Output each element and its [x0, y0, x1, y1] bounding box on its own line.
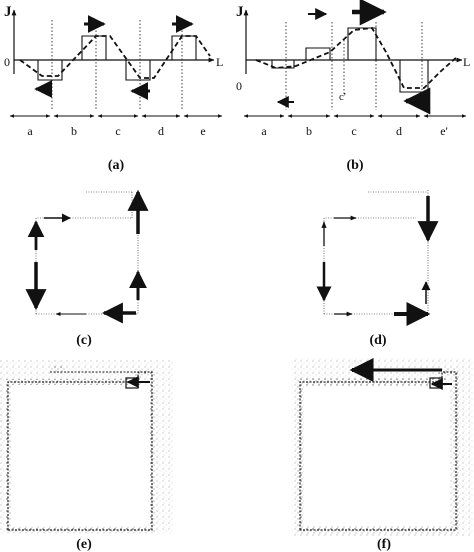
panel-b-caption: (b)	[346, 158, 363, 173]
panel-a: J 0 L a b c d e (a)	[4, 4, 223, 173]
panel-d: (d)	[316, 190, 439, 348]
panel-b-y-axis-label: J	[236, 4, 244, 20]
panel-c-caption: (c)	[76, 333, 92, 348]
panel-f: (f)	[292, 358, 474, 552]
panel-b-dividers	[285, 22, 423, 110]
panel-b-x-axis-label: L	[463, 55, 470, 69]
panel-e-marker-box	[125, 377, 139, 389]
panel-a-caption: (a)	[108, 158, 125, 173]
panel-a-region-label: c	[115, 124, 120, 138]
panel-b-region-label: e'	[440, 124, 448, 138]
panel-a-dashed-profile	[19, 35, 211, 79]
panel-a-region-label: e	[200, 124, 205, 138]
panel-a-region-label: b	[71, 124, 77, 138]
panel-a-origin-label: 0	[4, 55, 10, 69]
panel-b-step-profile	[271, 27, 429, 93]
panel-d-caption: (d)	[369, 333, 386, 348]
panel-b-annotation: c'	[339, 91, 346, 103]
panel-b-origin-label: 0	[236, 79, 242, 93]
panel-a-region-label: d	[158, 124, 164, 138]
panel-f-marker-box	[429, 377, 443, 389]
panel-e-caption: (e)	[76, 537, 92, 552]
panel-b: J 0 L c' a b c d e'	[236, 0, 470, 173]
panel-a-y-axis-label: J	[4, 4, 12, 20]
panel-f-caption: (f)	[377, 537, 391, 552]
panel-e: (e)	[0, 360, 174, 552]
panel-a-step-profile	[30, 35, 197, 81]
panel-b-region-label: b	[306, 124, 312, 138]
panel-a-region-label: a	[27, 124, 33, 138]
panel-a-x-axis-label: L	[216, 55, 223, 69]
panel-b-dashed-profile	[255, 27, 459, 89]
panel-b-region-label: a	[261, 124, 267, 138]
panel-c: (c)	[25, 189, 149, 348]
panel-b-region-label: d	[396, 124, 402, 138]
panel-b-region-label: c	[351, 124, 356, 138]
